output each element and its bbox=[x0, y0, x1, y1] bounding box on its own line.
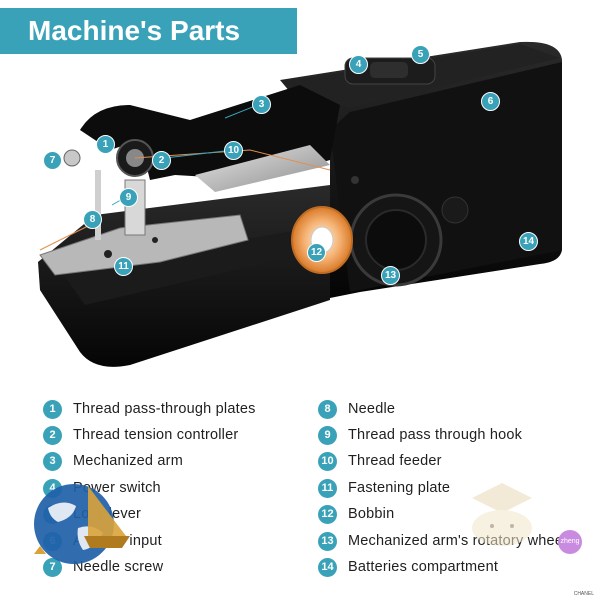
callout-marker: 12 bbox=[307, 243, 326, 262]
callout-marker: 10 bbox=[224, 141, 243, 160]
legend-label: Fastening plate bbox=[348, 480, 451, 496]
globe-ship-watermark-icon bbox=[34, 484, 130, 564]
legend-item: 14 Batteries compartment bbox=[318, 557, 498, 577]
legend-item: 2 Thread tension controller bbox=[43, 425, 238, 445]
callout-marker: 3 bbox=[252, 95, 271, 114]
callout-marker: 8 bbox=[83, 210, 102, 229]
bear-watermark-icon bbox=[472, 483, 532, 546]
callout-marker: 2 bbox=[152, 151, 171, 170]
legend-number: 7 bbox=[43, 557, 62, 577]
legend-item: 7 Needle screw bbox=[43, 557, 163, 577]
bear-watermark bbox=[452, 478, 552, 558]
legend-label: Bobbin bbox=[348, 506, 395, 522]
legend-item: 1 Thread pass-through plates bbox=[43, 399, 256, 419]
title-banner: Machine's Parts bbox=[0, 8, 297, 54]
callout-marker: 14 bbox=[519, 232, 538, 251]
legend-number: 13 bbox=[318, 531, 337, 551]
legend-number: 11 bbox=[318, 478, 337, 498]
zheng-badge-text: zheng bbox=[560, 538, 580, 545]
callout-marker: 1 bbox=[96, 135, 115, 154]
sewing-machine-illustration bbox=[38, 41, 562, 367]
callout-marker: 7 bbox=[43, 151, 62, 170]
legend-number: 1 bbox=[43, 399, 62, 419]
legend-item: 9 Thread pass through hook bbox=[318, 425, 522, 445]
callout-marker: 13 bbox=[381, 266, 400, 285]
legend-item: 10 Thread feeder bbox=[318, 451, 442, 471]
legend-item: 3 Mechanized arm bbox=[43, 451, 183, 471]
legend-label: Thread tension controller bbox=[73, 427, 239, 443]
legend-label: Thread pass through hook bbox=[348, 427, 523, 443]
legend-item: 12 Bobbin bbox=[318, 504, 394, 524]
legend-label: Batteries compartment bbox=[348, 559, 499, 575]
brand-microtext: CHANEL bbox=[573, 591, 594, 597]
legend-number: 3 bbox=[43, 451, 62, 471]
legend-number: 10 bbox=[318, 451, 337, 471]
legend-label: Thread pass-through plates bbox=[73, 401, 256, 417]
callout-marker: 6 bbox=[481, 92, 500, 111]
legend-item: 11 Fastening plate bbox=[318, 478, 450, 498]
legend-item: 8 Needle bbox=[318, 399, 395, 419]
callout-marker: 11 bbox=[114, 257, 133, 276]
legend-label: Thread feeder bbox=[348, 453, 442, 469]
legend-label: Needle bbox=[348, 401, 396, 417]
legend-label: Needle screw bbox=[73, 559, 164, 575]
legend-label: Mechanized arm bbox=[73, 453, 183, 469]
callout-marker: 5 bbox=[411, 45, 430, 64]
legend-number: 12 bbox=[318, 504, 337, 524]
page-title: Machine's Parts bbox=[28, 15, 241, 46]
callout-marker: 4 bbox=[349, 55, 368, 74]
legend-number: 8 bbox=[318, 399, 337, 419]
callout-marker: 9 bbox=[119, 188, 138, 207]
legend-number: 2 bbox=[43, 425, 62, 445]
legend-number: 14 bbox=[318, 557, 337, 577]
legend-number: 9 bbox=[318, 425, 337, 445]
zheng-badge: zheng bbox=[558, 530, 582, 554]
